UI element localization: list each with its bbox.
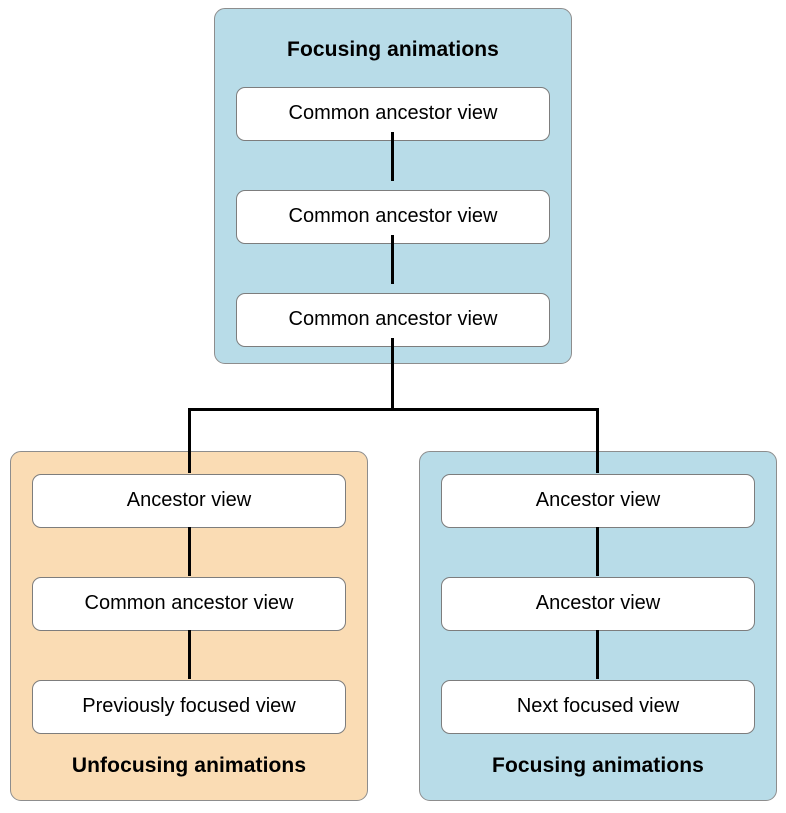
node-left-previously-focused-view: Previously focused view	[32, 680, 346, 734]
connector-bus-to-right-panel	[596, 408, 599, 473]
node-left-ancestor-view: Ancestor view	[32, 474, 346, 528]
connector-top-node-1-to-2	[391, 132, 394, 181]
node-right-ancestor-view-2: Ancestor view	[441, 577, 755, 631]
connector-distribution-bus	[188, 408, 599, 411]
connector-left-node-2-to-3	[188, 630, 191, 679]
node-right-ancestor-view-1: Ancestor view	[441, 474, 755, 528]
connector-top-node-2-to-3	[391, 235, 394, 284]
panel-left-caption: Unfocusing animations	[71, 754, 307, 777]
connector-left-node-1-to-2	[188, 527, 191, 576]
connector-right-node-1-to-2	[596, 527, 599, 576]
node-right-next-focused-view: Next focused view	[441, 680, 755, 734]
panel-top-caption: Focusing animations	[287, 38, 499, 61]
panel-focusing-animations-bottom: Ancestor view Ancestor view Next focused…	[419, 451, 777, 801]
panel-unfocusing-animations: Ancestor view Common ancestor view Previ…	[10, 451, 368, 801]
panel-focusing-animations-top: Focusing animations Common ancestor view…	[214, 8, 572, 364]
node-left-common-ancestor-view: Common ancestor view	[32, 577, 346, 631]
panel-right-caption: Focusing animations	[492, 754, 704, 777]
connector-right-node-2-to-3	[596, 630, 599, 679]
connector-top-panel-to-bus	[391, 338, 394, 410]
connector-bus-to-left-panel	[188, 408, 191, 473]
